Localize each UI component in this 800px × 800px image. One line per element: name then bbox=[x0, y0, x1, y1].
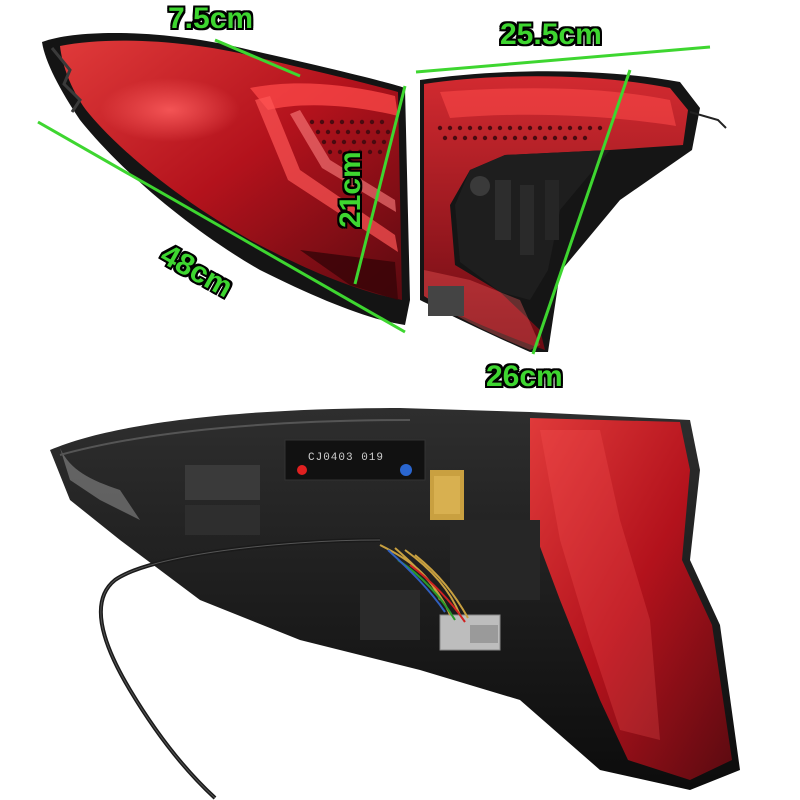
dimension-width-label: 7.5cm bbox=[168, 2, 254, 35]
dimension-lines bbox=[37, 38, 711, 355]
housing-label: CJ0403 019 bbox=[308, 452, 385, 464]
led-dot-array-inner bbox=[437, 125, 603, 141]
led-dot-array bbox=[309, 119, 391, 155]
dimension-height-label: 21cm bbox=[334, 151, 367, 228]
outer-tail-light bbox=[42, 32, 410, 326]
dimension-inner-bottom-label: 26cm bbox=[486, 360, 563, 393]
housing-rear-view bbox=[50, 408, 740, 800]
dim-line-bottom bbox=[531, 69, 632, 355]
inner-tail-light bbox=[420, 71, 727, 353]
dim-line-length bbox=[37, 120, 406, 334]
dim-line-height bbox=[353, 85, 407, 285]
dimension-inner-top-label: 25.5cm bbox=[500, 18, 602, 51]
dim-line-width bbox=[214, 38, 301, 78]
dim-line-top bbox=[415, 45, 711, 74]
